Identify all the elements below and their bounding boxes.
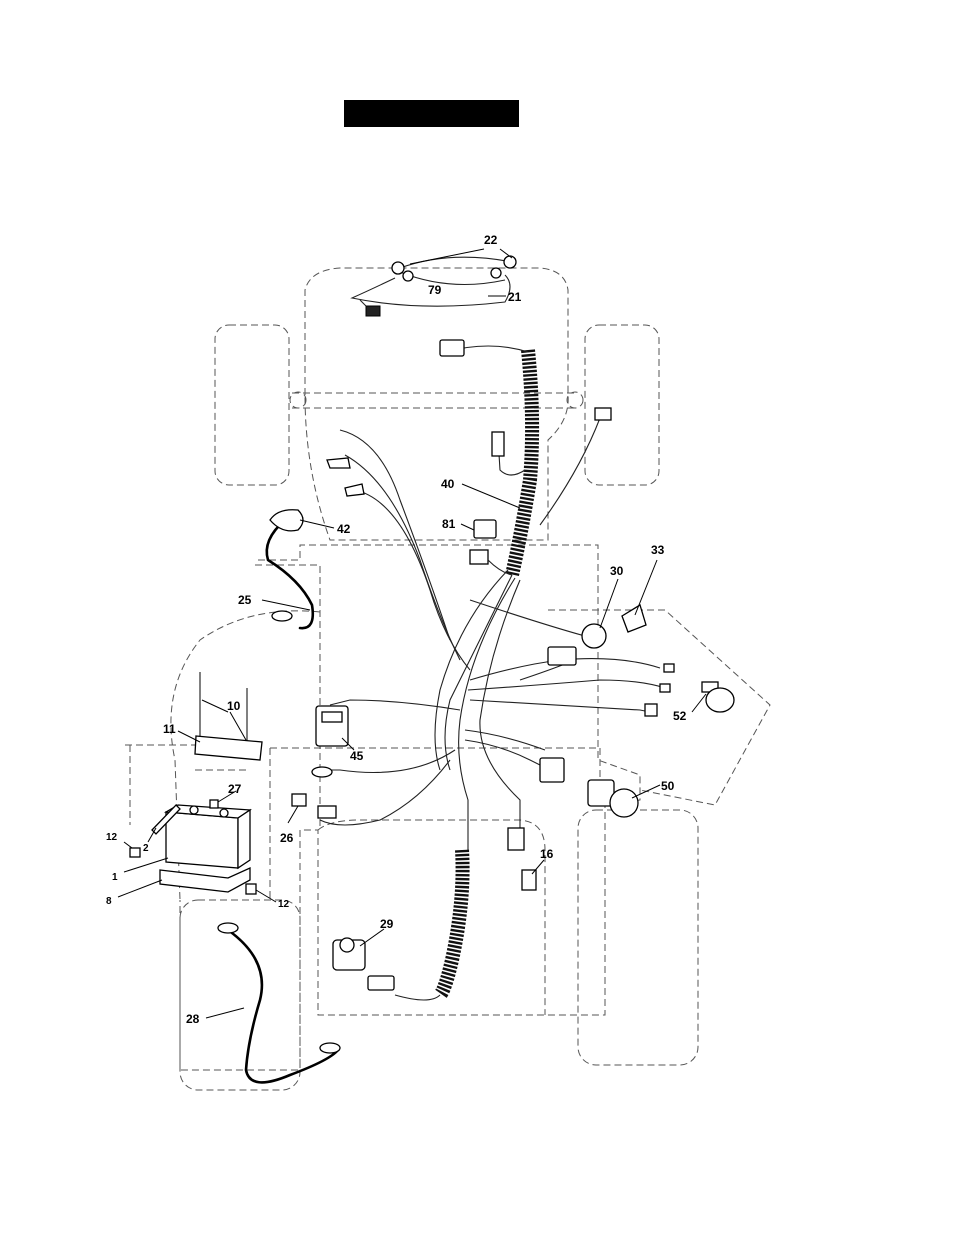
callout-16: 16	[540, 847, 554, 861]
mid-harness-connector	[492, 432, 504, 456]
multi-pin-connector	[540, 758, 564, 782]
seat-switch	[622, 605, 646, 632]
relay-connector	[470, 550, 488, 564]
rear-wheel-right	[578, 810, 698, 1065]
nut-left	[130, 848, 140, 857]
axle-pivot-left	[290, 392, 306, 408]
right-front-connector	[595, 408, 611, 420]
callout-52: 52	[673, 709, 687, 723]
frame-outline	[180, 545, 640, 1070]
callout-10: 10	[227, 699, 241, 713]
fuse-holder	[318, 806, 336, 818]
lamp-bulb	[706, 688, 734, 712]
ignition-switch-body	[548, 647, 576, 665]
headlight-socket-right	[491, 268, 501, 278]
callout-79: 79	[428, 283, 442, 297]
control-module-plug	[322, 712, 342, 722]
headlight-bulb-right	[504, 256, 516, 268]
headlight-socket-left	[403, 271, 413, 281]
callout-11: 11	[163, 722, 176, 736]
fuse	[292, 794, 306, 806]
brake-switch	[522, 870, 536, 890]
nut-27	[210, 800, 218, 808]
battery-post-b	[220, 809, 228, 817]
terminal-right-c	[645, 704, 657, 716]
relay	[474, 520, 496, 538]
pto-switch-knob	[610, 789, 638, 817]
left-terminal-a	[327, 458, 350, 468]
axle-pivot-right	[567, 392, 583, 408]
ignition-switch	[582, 624, 606, 648]
callout-21: 21	[508, 290, 522, 304]
terminal-right-a	[664, 664, 674, 672]
terminal-right-b	[660, 684, 670, 692]
ground-ring-terminal	[312, 767, 332, 777]
callout-2: 2	[143, 843, 149, 854]
cable-boot	[270, 510, 303, 531]
headlight-bulb-left	[392, 262, 404, 274]
fender-right-outline	[548, 610, 770, 805]
rear-coil-connector	[368, 976, 394, 990]
callout-12-left: 12	[106, 832, 118, 843]
leader-lines	[118, 249, 706, 1018]
cable-ring-terminal	[272, 611, 292, 621]
nut-right	[246, 884, 256, 894]
rear-wheel-left	[180, 900, 300, 1090]
battery	[166, 812, 238, 868]
callout-40: 40	[441, 477, 455, 491]
battery-post-a	[190, 806, 198, 814]
headlight-connector	[366, 306, 380, 316]
ground-cable-ring-top	[218, 923, 238, 933]
callout-1: 1	[112, 872, 118, 883]
callout-25: 25	[238, 593, 252, 607]
hold-down-bracket	[195, 736, 262, 760]
callout-30: 30	[610, 564, 624, 578]
callout-50: 50	[661, 779, 675, 793]
ground-cable-ring-bottom	[320, 1043, 340, 1053]
coil-end-connector	[440, 340, 464, 356]
battery-side	[238, 810, 250, 868]
solenoid-post	[340, 938, 354, 952]
switch-connector	[508, 828, 524, 850]
callout-45: 45	[350, 749, 364, 763]
battery-tray	[160, 868, 250, 892]
callout-81: 81	[442, 517, 456, 531]
callout-8: 8	[106, 896, 112, 907]
callout-42: 42	[337, 522, 351, 536]
front-wheel-right	[585, 325, 659, 485]
callout-22: 22	[484, 233, 498, 247]
left-terminal-b	[345, 484, 364, 496]
callout-26: 26	[280, 831, 294, 845]
callout-12-right: 12	[278, 899, 290, 910]
callout-28: 28	[186, 1012, 200, 1026]
callout-27: 27	[228, 782, 242, 796]
ground-cable	[228, 930, 338, 1082]
callout-29: 29	[380, 917, 394, 931]
callout-33: 33	[651, 543, 665, 557]
front-wheel-left	[215, 325, 289, 485]
